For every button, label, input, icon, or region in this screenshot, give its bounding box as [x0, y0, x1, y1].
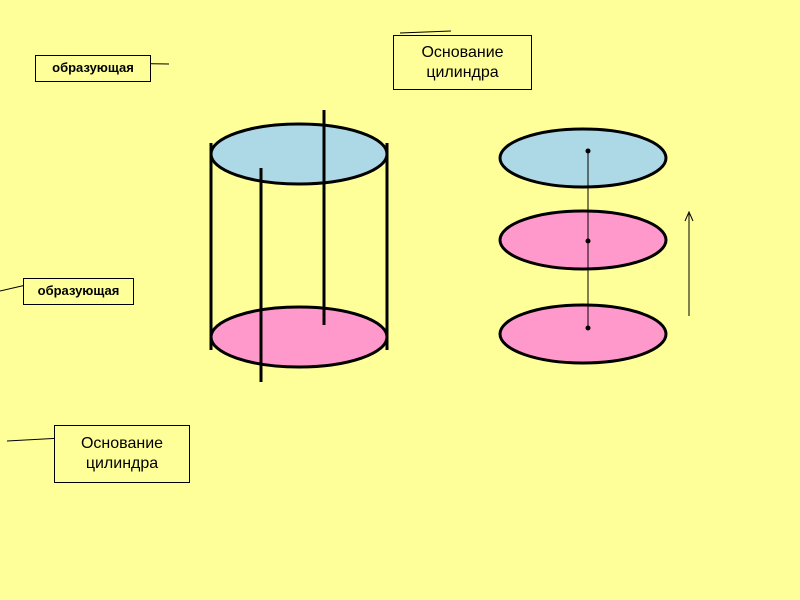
generatrix-label-middle: образующая — [23, 278, 134, 305]
disc-top-center — [585, 148, 591, 154]
base-label-bottom: Основание цилиндра — [54, 425, 190, 483]
disc-top — [498, 127, 668, 189]
base-label-bottom-line2: цилиндра — [85, 455, 159, 472]
cylinder — [209, 110, 389, 382]
base-label-bottom-line1: Основание — [80, 435, 164, 452]
disc-bottom — [498, 303, 668, 365]
base-label-top: Основание цилиндра — [393, 35, 532, 90]
cylinder-top-base — [209, 122, 389, 186]
disc-middle — [498, 209, 668, 271]
generatrix-label-top: образующая — [35, 55, 151, 82]
direction-arrow-head — [684, 210, 694, 222]
leader-line-generatrix-mid — [0, 284, 27, 292]
base-label-top-line2: цилиндра — [426, 63, 499, 81]
base-label-top-line1: Основание — [421, 43, 504, 61]
translated-bases — [498, 127, 694, 365]
disc-bottom-center — [585, 325, 591, 331]
cylinder-bottom-base — [209, 305, 389, 369]
generatrix-label-middle-text: образующая — [37, 283, 120, 299]
generatrix-label-top-text: образующая — [52, 60, 134, 76]
leader-line-base-bottom — [6, 437, 63, 442]
disc-middle-center — [585, 238, 591, 244]
leader-line-base-top — [399, 30, 452, 34]
